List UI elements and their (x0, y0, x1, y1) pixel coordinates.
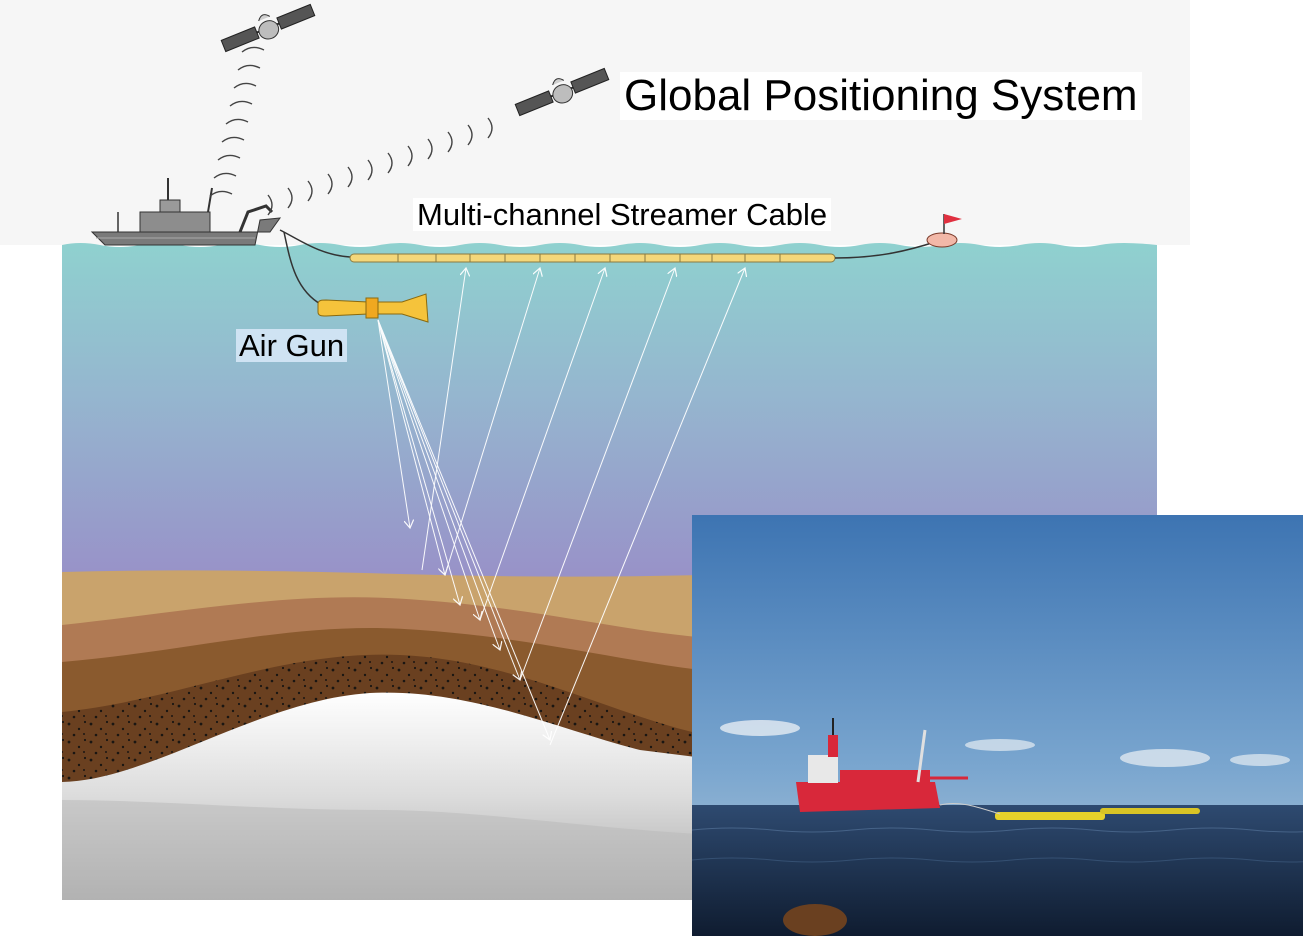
sea-water (62, 243, 1157, 580)
satellite-icon (514, 67, 610, 117)
streamer-cable (349, 253, 836, 263)
basement-shadow (62, 800, 720, 900)
tail-buoy-icon (926, 214, 962, 248)
radio-waves-vertical (209, 46, 265, 197)
survey-vessel-photo (691, 515, 1303, 936)
air-gun-label: Air Gun (236, 329, 348, 362)
streamer-tow-cable (279, 229, 351, 258)
survey-ship-icon (90, 178, 282, 246)
satellite-icon (220, 3, 316, 53)
radio-waves-diagonal (267, 117, 493, 216)
air-gun-icon (317, 293, 429, 323)
air-gun-tow-cable (283, 231, 323, 306)
gps-label: Global Positioning System (620, 72, 1142, 120)
seismic-rays (377, 268, 745, 746)
streamer-label: Multi-channel Streamer Cable (413, 198, 832, 231)
buoy-tether (834, 241, 936, 259)
